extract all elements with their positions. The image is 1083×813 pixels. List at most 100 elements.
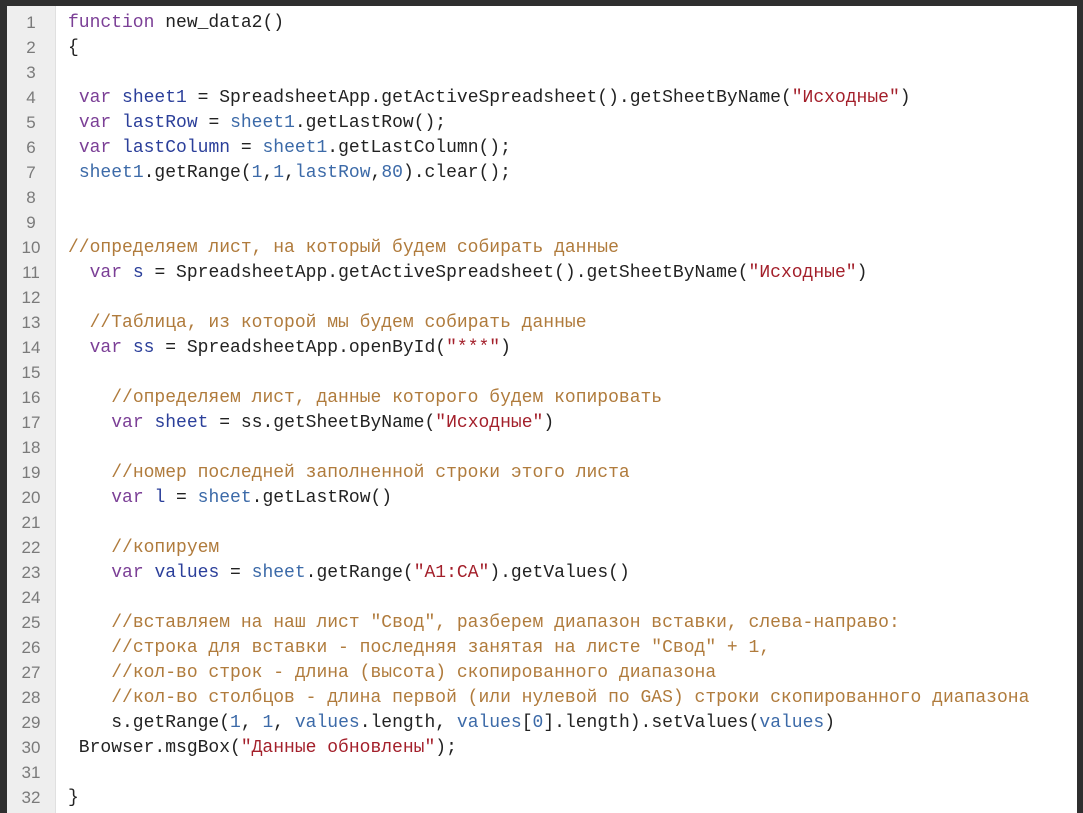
variable-definition-token: values (154, 563, 220, 583)
line-number: 8 (26, 188, 36, 207)
code-line[interactable]: //определяем лист, на который будем соби… (68, 238, 1077, 263)
variable-token: values (294, 713, 360, 733)
code-line[interactable]: //строка для вставки - последняя занятая… (68, 638, 1077, 663)
number-literal-token: 1 (273, 163, 285, 183)
code-line[interactable]: } (68, 788, 1077, 813)
keyword-token: function (68, 13, 155, 33)
code-text-token: = (165, 488, 198, 508)
comment-token: //строка для вставки - последняя занятая… (111, 638, 771, 658)
code-text-token (111, 113, 122, 133)
code-line[interactable]: //номер последней заполненной строки это… (68, 463, 1077, 488)
code-line[interactable]: Browser.msgBox("Данные обновлены"); (68, 738, 1077, 763)
number-literal-token: 1 (262, 713, 274, 733)
code-text-token: ) (824, 713, 836, 733)
line-number: 11 (22, 263, 40, 282)
number-literal-token: 0 (532, 713, 544, 733)
code-text-token (68, 663, 111, 683)
code-line[interactable] (68, 588, 1077, 613)
code-text-token: ) (856, 263, 868, 283)
code-line[interactable]: //вставляем на наш лист "Свод", разберем… (68, 613, 1077, 638)
comment-token: //кол-во столбцов - длина первой (или ну… (111, 688, 1030, 708)
code-line[interactable]: var lastRow = sheet1.getLastRow(); (68, 113, 1077, 138)
code-line[interactable]: var lastColumn = sheet1.getLastColumn(); (68, 138, 1077, 163)
code-text-token (111, 138, 122, 158)
code-text-token: .length, (359, 713, 457, 733)
number-literal-token: 1 (230, 713, 241, 733)
variable-token: sheet1 (262, 138, 328, 158)
comment-token: //вставляем на наш лист "Свод", разберем… (111, 613, 900, 633)
code-line[interactable]: //кол-во столбцов - длина первой (или ну… (68, 688, 1077, 713)
code-line[interactable] (68, 438, 1077, 463)
code-text-token (68, 113, 79, 133)
code-text-token (122, 263, 133, 283)
code-line[interactable]: function new_data2() (68, 13, 1077, 38)
code-text-token: ).clear(); (402, 163, 511, 183)
string-literal-token: "Исходные" (748, 263, 857, 283)
code-text-token (68, 688, 111, 708)
code-text-token: .getLastRow() (251, 488, 393, 508)
line-number: 21 (21, 513, 41, 532)
line-number: 7 (26, 163, 36, 182)
code-line[interactable]: var l = sheet.getLastRow() (68, 488, 1077, 513)
keyword-token: var (78, 113, 112, 133)
line-number: 15 (21, 363, 41, 382)
code-line[interactable]: //Таблица, из которой мы будем собирать … (68, 313, 1077, 338)
code-line[interactable]: var ss = SpreadsheetApp.openById("***") (68, 338, 1077, 363)
variable-definition-token: lastRow (122, 113, 198, 133)
code-text-token: , (370, 163, 382, 183)
code-line[interactable]: var sheet1 = SpreadsheetApp.getActiveSpr… (68, 88, 1077, 113)
code-line[interactable]: var sheet = ss.getSheetByName("Исходные"… (68, 413, 1077, 438)
keyword-token: var (111, 488, 144, 508)
code-line[interactable] (68, 288, 1077, 313)
line-number: 16 (21, 388, 41, 407)
code-line[interactable]: var values = sheet.getRange("A1:CA").get… (68, 563, 1077, 588)
code-area[interactable]: function new_data2(){ var sheet1 = Sprea… (56, 6, 1077, 813)
line-number: 13 (21, 313, 41, 332)
code-line[interactable] (68, 363, 1077, 388)
comment-token: //копируем (111, 538, 220, 558)
code-line[interactable]: //копируем (68, 538, 1077, 563)
code-line[interactable]: var s = SpreadsheetApp.getActiveSpreadsh… (68, 263, 1077, 288)
code-text-token (68, 613, 111, 633)
line-number: 14 (21, 338, 41, 357)
code-line[interactable]: { (68, 38, 1077, 63)
code-text-token: } (68, 788, 79, 808)
code-line[interactable] (68, 63, 1077, 88)
keyword-token: var (89, 338, 123, 358)
code-text-token: = (230, 138, 263, 158)
line-number: 12 (21, 288, 41, 307)
code-text-token: .getRange( (143, 163, 252, 183)
code-text-token: , (262, 163, 274, 183)
code-line[interactable]: //кол-во строк - длина (высота) скопиров… (68, 663, 1077, 688)
line-number: 6 (26, 138, 36, 157)
code-line[interactable]: s.getRange(1, 1, values.length, values[0… (68, 713, 1077, 738)
code-text-token: , (284, 163, 295, 183)
variable-token: values (759, 713, 825, 733)
code-text-token: = (197, 113, 231, 133)
number-literal-token: 80 (381, 163, 403, 183)
code-line[interactable] (68, 213, 1077, 238)
code-line[interactable]: //определяем лист, данные которого будем… (68, 388, 1077, 413)
variable-definition-token: sheet (154, 413, 209, 433)
line-number: 1 (26, 13, 36, 32)
string-literal-token: "Исходные" (435, 413, 544, 433)
code-text-token: Browser.msgBox( (68, 738, 241, 758)
line-number: 29 (21, 713, 41, 732)
variable-token: sheet1 (78, 163, 144, 183)
code-text-token: ].length).setValues( (543, 713, 760, 733)
code-line[interactable] (68, 763, 1077, 788)
code-text-token: = SpreadsheetApp.openById( (154, 338, 447, 358)
code-text-token (68, 463, 111, 483)
code-text-token: ) (543, 413, 555, 433)
line-number: 10 (21, 238, 41, 257)
variable-definition-token: l (154, 488, 166, 508)
code-line[interactable]: sheet1.getRange(1,1,lastRow,80).clear(); (68, 163, 1077, 188)
line-number: 2 (26, 38, 36, 57)
code-text-token: .getLastRow(); (294, 113, 447, 133)
keyword-token: var (89, 263, 123, 283)
number-literal-token: 1 (251, 163, 263, 183)
code-line[interactable] (68, 513, 1077, 538)
code-line[interactable] (68, 188, 1077, 213)
